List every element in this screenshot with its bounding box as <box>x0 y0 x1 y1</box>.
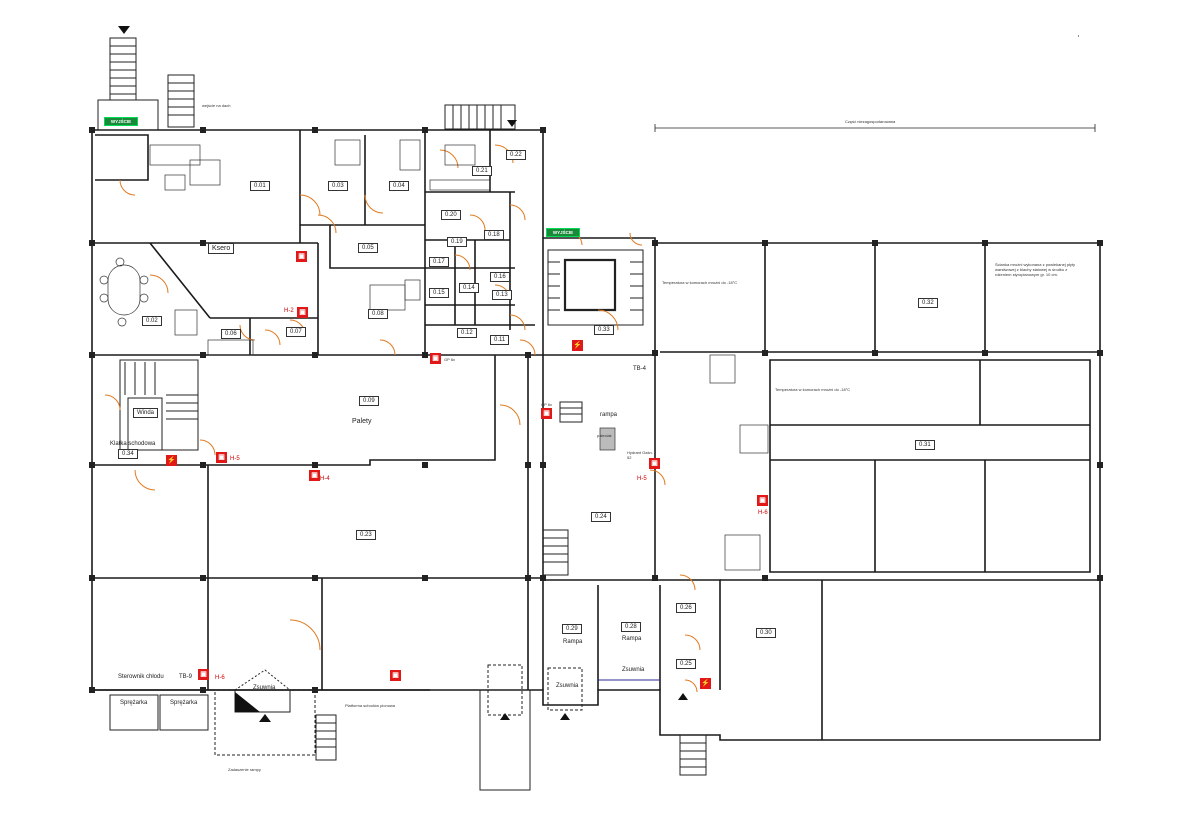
room-label: 0.05 <box>358 243 378 253</box>
room-label: 0.25 <box>676 659 696 669</box>
room-label: 0.20 <box>441 210 461 220</box>
note-wall: Ścianka mroźni wykonana z powlekanej pły… <box>995 262 1076 277</box>
room-label: 0.04 <box>389 181 409 191</box>
label-rampa-1: rampa <box>600 412 618 418</box>
note-platform: Platforma schodów pionowa <box>345 703 396 708</box>
fire-extinguisher-icon: ▣ <box>297 307 308 318</box>
label-sprezarka-1: Sprężarka <box>120 700 148 706</box>
label-klatka: Klatka schodowa <box>110 441 156 447</box>
note-ramp-roof: Zadaszenie rampy <box>228 767 261 772</box>
room-label: 0.13 <box>492 290 512 300</box>
note-temp-2: Temperatura w komorach mroźni do -18°C <box>775 387 851 392</box>
fire-extinguisher-icon: ⚡ <box>700 678 711 689</box>
room-label: 0.33 <box>594 325 614 335</box>
gp-label: GP 6x <box>444 357 456 362</box>
room-label: 0.19 <box>447 237 467 247</box>
label-ksero: Ksero <box>208 243 235 254</box>
fire-extinguisher-icon: ▣ <box>216 452 227 463</box>
room-label: 0.09 <box>359 396 379 406</box>
fire-extinguisher-icon: ⚡ <box>166 455 177 466</box>
room-label: 0.18 <box>484 230 504 240</box>
fire-extinguisher-icon: ▣ <box>757 495 768 506</box>
fire-extinguisher-icon: ▣ <box>430 353 441 364</box>
room-label: 0.14 <box>459 283 479 293</box>
label-zsuwnia-3: Zsuwnia <box>556 683 579 689</box>
hydrant-label: H-4 <box>320 476 330 482</box>
fire-extinguisher-icon: ▣ <box>390 670 401 681</box>
exit-sign-top-left: WYJŚCIE <box>104 117 138 126</box>
room-label: 0.01 <box>250 181 270 191</box>
label-tb9: TB-9 <box>179 674 193 680</box>
room-label: 0.29 <box>562 624 582 634</box>
room-label: 0.16 <box>490 272 510 282</box>
fire-extinguisher-icon: ▣ <box>541 408 552 419</box>
note-temp-1: Temperatura w komorach mroźni do -18°C <box>662 280 738 285</box>
room-label: 0.21 <box>472 166 492 176</box>
room-label: 0.11 <box>490 335 510 345</box>
fire-extinguisher-icon: ⚡ <box>572 340 583 351</box>
label-rampa-3: Rampa <box>622 636 642 642</box>
room-label: 0.12 <box>457 328 477 338</box>
label-sterownik: Sterownik chłodu <box>118 674 164 680</box>
room-label: 0.34 <box>118 449 138 459</box>
room-label: 0.03 <box>328 181 348 191</box>
exit-sign-center: WYJŚCIE <box>546 228 580 237</box>
label-winda: Winda <box>133 408 159 418</box>
label-hydrant: Hydrant Gaśn. 52 <box>627 450 653 460</box>
hydrant-label: H-6 <box>215 675 225 681</box>
label-tb4: TB-4 <box>633 366 647 372</box>
label-zsuwnia-2: Zsuwnia <box>253 685 276 691</box>
room-label: 0.15 <box>429 288 449 298</box>
room-label: 0.06 <box>221 329 241 339</box>
room-label: 0.23 <box>356 530 376 540</box>
label-rampa-2: Rampa <box>563 639 583 645</box>
gp-label: GP 6x <box>541 402 553 407</box>
fire-extinguisher-icon: ▣ <box>198 669 209 680</box>
label-sprezarka-2: Sprężarka <box>170 700 198 706</box>
fire-extinguisher-icon: ▣ <box>296 251 307 262</box>
label-zsuwnia-1: Zsuwnia <box>622 667 645 673</box>
note-entry-roof: wejście na dach <box>202 103 231 108</box>
hydrant-label: H-2 <box>284 308 294 314</box>
room-label: 0.07 <box>286 327 306 337</box>
hydrant-label: H-6 <box>758 510 768 516</box>
room-label: 0.26 <box>676 603 696 613</box>
fire-extinguisher-icon: ▣ <box>649 458 660 469</box>
hydrant-label: H-5 <box>637 476 647 482</box>
room-label: 0.02 <box>142 316 162 326</box>
label-palety: Palety <box>352 418 372 425</box>
room-label: 0.32 <box>918 298 938 308</box>
room-label: 0.24 <box>591 512 611 522</box>
note-unbuilt-part: Część niezagospodarowana <box>845 119 896 124</box>
fire-extinguisher-icon: ▣ <box>309 470 320 481</box>
room-label: 0.08 <box>368 309 388 319</box>
hydrant-label: H-5 <box>230 456 240 462</box>
room-label: 0.17 <box>429 257 449 267</box>
room-label: 0.30 <box>756 628 776 638</box>
room-label: 0.31 <box>915 440 935 450</box>
room-label: 0.28 <box>621 622 641 632</box>
room-label: 0.22 <box>506 150 526 160</box>
label-paleciak: paleciak <box>597 433 612 438</box>
